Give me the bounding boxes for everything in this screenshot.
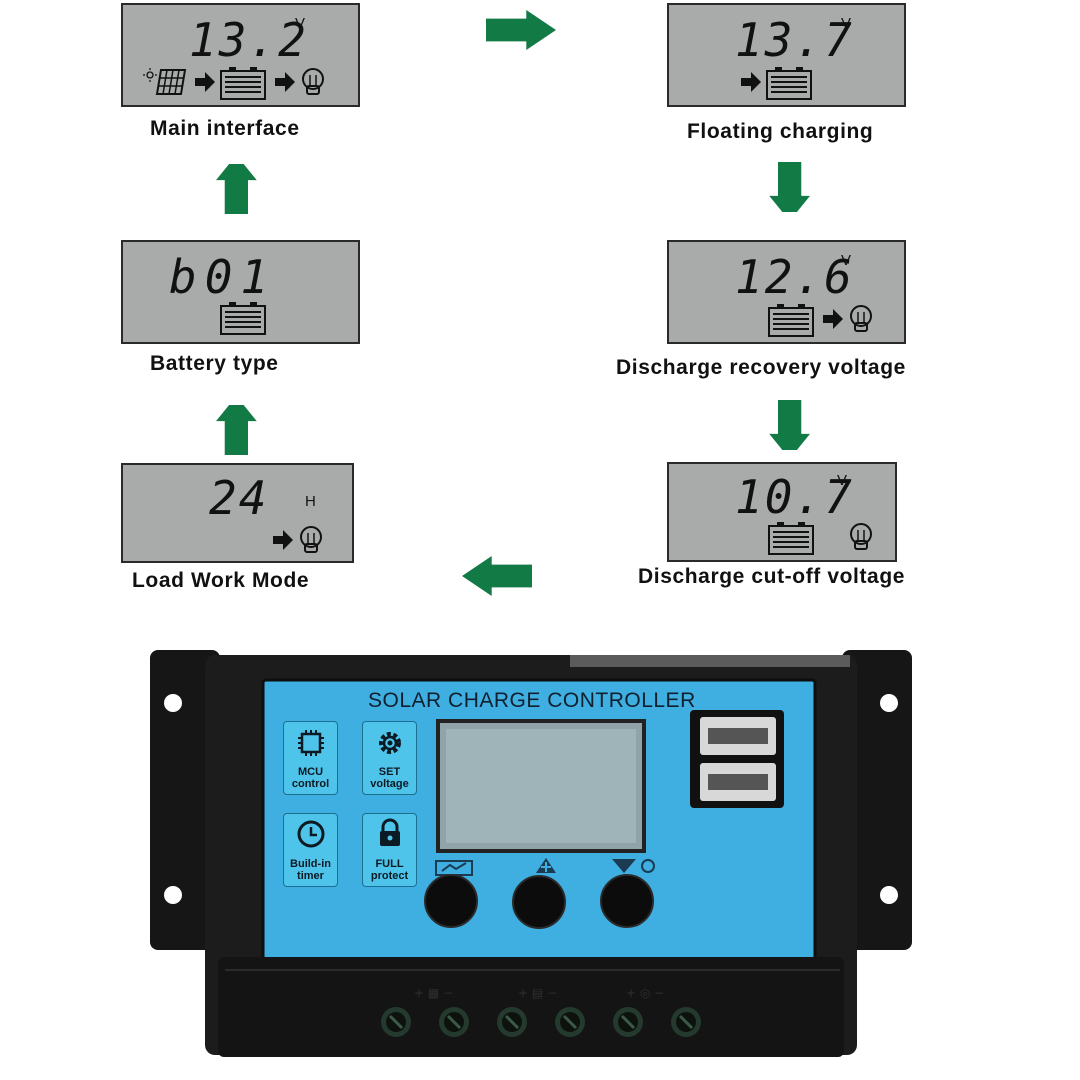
lcd-value: 12.6 xyxy=(735,250,854,304)
feature-line1: SET xyxy=(378,766,401,778)
caption-battery-type: Battery type xyxy=(150,352,279,375)
label-sticker xyxy=(570,655,850,667)
arrow-up-2 xyxy=(216,164,257,214)
battery-icon xyxy=(220,66,266,100)
minus-load-icon xyxy=(612,859,636,873)
lcd-icons xyxy=(143,66,324,100)
caption-main-interface: Main interface xyxy=(150,117,300,140)
mount-hole xyxy=(164,886,182,904)
feature-line1: Build-in xyxy=(290,858,331,870)
arrow-down-2 xyxy=(769,400,810,450)
battery-icon xyxy=(768,303,814,337)
arrow-down-1 xyxy=(769,162,810,212)
feature-line2: voltage xyxy=(370,778,409,790)
caption-discharge-cutoff: Discharge cut-off voltage xyxy=(638,565,906,588)
feature-line2: protect xyxy=(370,870,409,882)
lcd-value: 13.2 xyxy=(189,13,308,67)
lcd-value: 24 xyxy=(209,471,269,525)
button-up xyxy=(512,875,566,929)
lcd-load-work-mode: 24 H xyxy=(121,463,354,563)
bulb-icon xyxy=(850,523,872,550)
arrow-icon xyxy=(273,530,293,550)
mount-hole xyxy=(164,694,182,712)
svg-text:+ ◎ −: + ◎ − xyxy=(626,986,664,1000)
arrow-right-top xyxy=(486,10,556,50)
svg-text:+ ▦ −: + ▦ − xyxy=(414,986,453,1000)
caption-discharge-recovery: Discharge recovery voltage xyxy=(616,356,906,379)
mount-hole xyxy=(880,886,898,904)
feature-mcu-control: MCU control xyxy=(283,721,338,795)
lcd-unit: H xyxy=(305,493,316,510)
lcd-main-interface: 13.2 V xyxy=(121,3,360,107)
arrow-up-1 xyxy=(216,405,257,455)
chip-icon xyxy=(298,730,324,756)
lcd-discharge-cutoff: 10.7 V xyxy=(667,462,897,562)
arrow-icon xyxy=(275,72,295,92)
gear-icon xyxy=(379,732,401,754)
lcd-discharge-recovery: 12.6 V xyxy=(667,240,906,344)
lcd-unit: V xyxy=(841,252,852,269)
lcd-unit: V xyxy=(837,472,848,489)
lcd-icons xyxy=(768,521,872,555)
terminals xyxy=(381,1007,701,1037)
lcd-icons xyxy=(768,303,872,337)
bulb-icon xyxy=(850,305,872,332)
svg-text:+ ▤ −: + ▤ − xyxy=(518,986,557,1000)
feature-full-protect: FULL protect xyxy=(362,813,417,887)
feature-line2: timer xyxy=(297,870,324,882)
bulb-icon xyxy=(302,68,324,95)
caption-load-work-mode: Load Work Mode xyxy=(132,569,310,592)
lcd-floating-charging: 13.7 V xyxy=(667,3,906,107)
bulb-icon xyxy=(300,526,322,553)
lcd-icons xyxy=(741,66,812,100)
feature-line1: FULL xyxy=(375,858,404,870)
battery-icon xyxy=(220,301,266,335)
lcd-value: 13.7 xyxy=(735,13,854,67)
lcd-icons xyxy=(220,301,266,335)
feature-set-voltage: SET voltage xyxy=(362,721,417,795)
solar-charge-controller: + ▦ − + ▤ − + ◎ − SOLAR CHARGE CONTROLLE… xyxy=(150,645,912,1065)
lcd-unit: V xyxy=(295,15,306,32)
lock-icon xyxy=(380,818,400,846)
arrow-icon xyxy=(195,72,215,92)
lcd-value: b01 xyxy=(169,250,277,304)
lcd-battery-type: b01 xyxy=(121,240,360,344)
arrow-left-bottom xyxy=(462,556,532,596)
lcd-unit: V xyxy=(841,15,852,32)
feature-line1: MCU xyxy=(297,766,324,778)
clock-icon xyxy=(297,820,325,848)
solar-panel-icon xyxy=(143,67,186,95)
feature-line2: control xyxy=(291,778,330,790)
battery-icon xyxy=(768,521,814,555)
mount-hole xyxy=(880,694,898,712)
battery-icon xyxy=(766,66,812,100)
caption-floating-charging: Floating charging xyxy=(687,120,874,143)
arrow-icon xyxy=(823,309,843,329)
button-down xyxy=(600,874,654,928)
controller-title: SOLAR CHARGE CONTROLLER xyxy=(368,689,696,712)
feature-build-in-timer: Build-in timer xyxy=(283,813,338,887)
button-menu xyxy=(424,874,478,928)
lcd-value: 10.7 xyxy=(735,470,854,524)
lcd-icons xyxy=(273,526,322,553)
arrow-icon xyxy=(741,72,761,92)
